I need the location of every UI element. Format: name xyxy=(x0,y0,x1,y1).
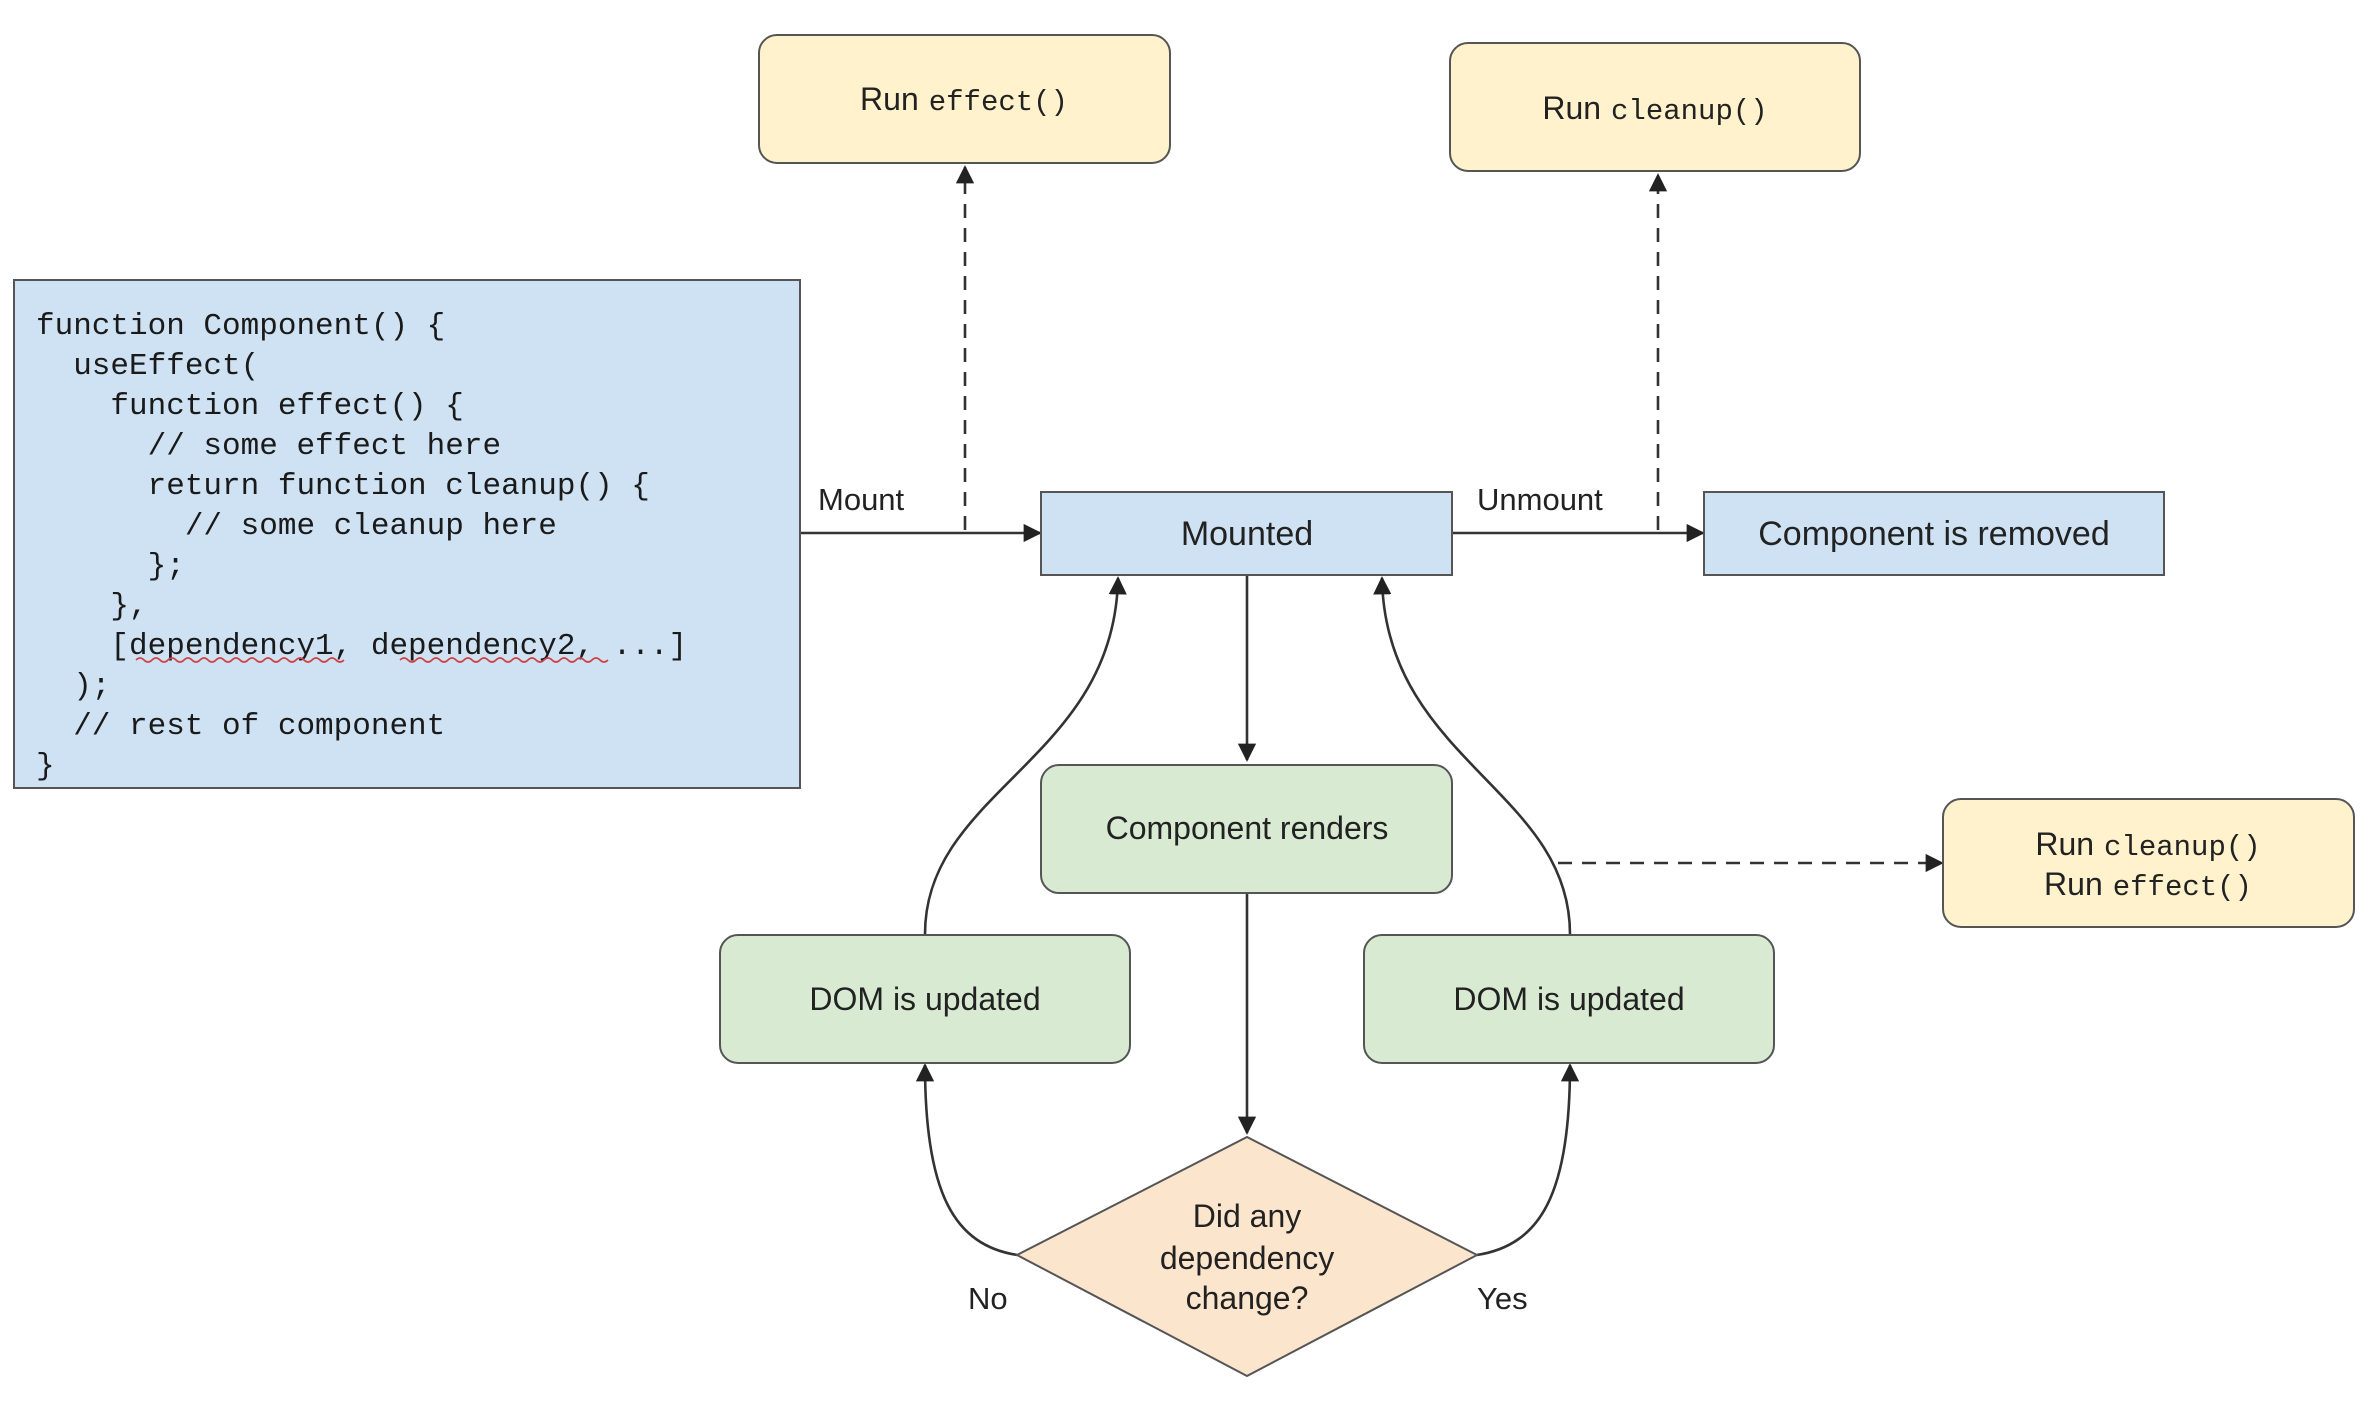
dom-updated-right-node: DOM is updated xyxy=(1363,934,1775,1064)
code-block: function Component() { useEffect( functi… xyxy=(13,279,801,789)
dom-left-to-mounted-edge xyxy=(923,576,1127,935)
spellcheck-underline xyxy=(399,657,609,663)
code-line: function effect() { xyxy=(36,389,464,424)
yes-label: Yes xyxy=(1477,1281,1528,1316)
component-removed-node: Component is removed xyxy=(1703,491,2165,576)
spellcheck-underline xyxy=(135,657,345,663)
code-line: }; xyxy=(36,549,185,584)
code-line: ); xyxy=(36,669,110,704)
mounted-label: Mounted xyxy=(1181,515,1313,553)
code-line: // some cleanup here xyxy=(36,509,557,544)
dom-updated-right-label: DOM is updated xyxy=(1453,981,1684,1017)
mounted-node: Mounted xyxy=(1040,491,1453,576)
no-edge xyxy=(915,1063,1018,1257)
no-label: No xyxy=(968,1281,1008,1316)
code-line: function Component() { xyxy=(36,309,445,344)
unmount-label: Unmount xyxy=(1477,482,1603,517)
code-line: return function cleanup() { xyxy=(36,469,650,504)
code-line: // rest of component xyxy=(36,709,445,744)
code-line: }, xyxy=(36,589,148,624)
code-line: // some effect here xyxy=(36,429,501,464)
component-renders-node: Component renders xyxy=(1040,764,1453,894)
code-line: useEffect( xyxy=(36,349,259,384)
dom-right-to-mounted-edge xyxy=(1373,576,1572,935)
dependency-check-line: change? xyxy=(1186,1280,1309,1316)
component-removed-label: Component is removed xyxy=(1758,515,2110,553)
dependency-check-node: Did any dependency change? xyxy=(1014,1135,1480,1378)
code-line: } xyxy=(36,749,55,784)
code-line: [dependency1, dependency2, ...] xyxy=(36,629,687,664)
component-renders-label: Component renders xyxy=(1106,810,1389,846)
dependency-check-line: dependency xyxy=(1160,1240,1334,1276)
dependency-check-line: Did any xyxy=(1193,1198,1302,1234)
dom-updated-left-label: DOM is updated xyxy=(809,981,1040,1017)
yes-edge xyxy=(1476,1063,1580,1257)
dom-updated-left-node: DOM is updated xyxy=(719,934,1131,1064)
mount-label: Mount xyxy=(818,482,905,517)
